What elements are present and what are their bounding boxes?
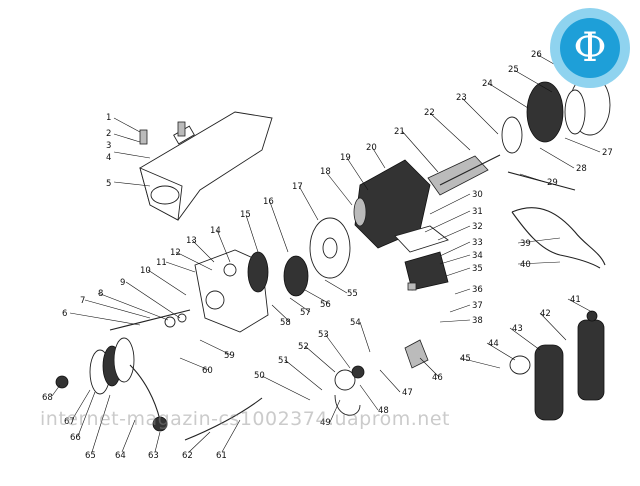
label-11: 11 [156,258,167,268]
label-5: 5 [106,179,111,189]
label-63: 63 [148,451,159,461]
lifting-strap [184,397,263,441]
label-6: 6 [62,309,67,319]
gear-set [247,217,351,297]
label-25: 25 [508,65,519,75]
label-29: 29 [547,178,558,188]
label-44: 44 [488,339,499,349]
label-66: 66 [70,433,81,443]
label-2: 2 [106,129,111,139]
part-number-labels: 1 2 3 4 5 6 7 8 9 10 11 12 13 14 15 16 1… [42,50,613,461]
label-24: 24 [482,79,493,89]
label-45: 45 [460,354,471,364]
label-40: 40 [520,260,531,270]
label-32: 32 [472,222,483,232]
label-1: 1 [106,113,111,123]
label-12: 12 [170,248,181,258]
label-17: 17 [292,182,303,192]
label-38: 38 [472,316,483,326]
hook-block [334,339,429,416]
label-50: 50 [254,371,265,381]
label-53: 53 [318,330,329,340]
label-68: 68 [42,393,53,403]
label-21: 21 [394,127,405,137]
label-64: 64 [115,451,126,461]
label-20: 20 [366,143,377,153]
label-54: 54 [350,318,361,328]
label-9: 9 [120,278,125,288]
capacitor-box [394,225,449,291]
label-51: 51 [278,356,289,366]
label-22: 22 [424,108,435,118]
label-23: 23 [456,93,467,103]
label-46: 46 [432,373,443,383]
rotor-shaft [427,154,501,196]
power-cable [511,207,606,269]
cable-drum [55,337,168,432]
label-65: 65 [85,451,96,461]
fan-and-cover [501,74,611,154]
label-42: 42 [540,309,551,319]
label-15: 15 [240,210,251,220]
label-67: 67 [64,417,75,427]
leader-lines [51,54,601,453]
label-58: 58 [280,318,291,328]
drive-shaft [109,309,191,331]
logo-glyph: Ф [573,25,606,71]
label-49: 49 [320,418,331,428]
label-41: 41 [570,295,581,305]
label-47: 47 [402,388,413,398]
watermark-text: internet-magazin-cs1002374.uaprom.net [40,408,450,430]
label-48: 48 [378,406,389,416]
label-10: 10 [140,266,151,276]
label-4: 4 [106,153,111,163]
label-34: 34 [472,251,483,261]
label-14: 14 [210,226,221,236]
label-35: 35 [472,264,483,274]
control-handle [509,310,605,421]
label-57: 57 [300,308,311,318]
label-27: 27 [602,148,613,158]
label-8: 8 [98,289,103,299]
label-30: 30 [472,190,483,200]
label-55: 55 [347,289,358,299]
label-62: 62 [182,451,193,461]
label-28: 28 [576,164,587,174]
logo-emblem: Ф [550,8,630,88]
label-60: 60 [202,366,213,376]
label-61: 61 [216,451,227,461]
label-7: 7 [80,296,85,306]
label-3: 3 [106,141,111,151]
label-16: 16 [263,197,274,207]
label-13: 13 [186,236,197,246]
mounting-bracket [139,111,273,221]
motor-stator [353,159,431,249]
label-36: 36 [472,285,483,295]
brand-logo: Ф [548,6,632,90]
label-59: 59 [224,351,235,361]
label-43: 43 [512,324,523,334]
label-37: 37 [472,301,483,311]
label-31: 31 [472,207,483,217]
label-56: 56 [320,300,331,310]
label-18: 18 [320,167,331,177]
label-39: 39 [520,239,531,249]
label-19: 19 [340,153,351,163]
label-52: 52 [298,342,309,352]
label-33: 33 [472,238,483,248]
label-26: 26 [531,50,542,60]
